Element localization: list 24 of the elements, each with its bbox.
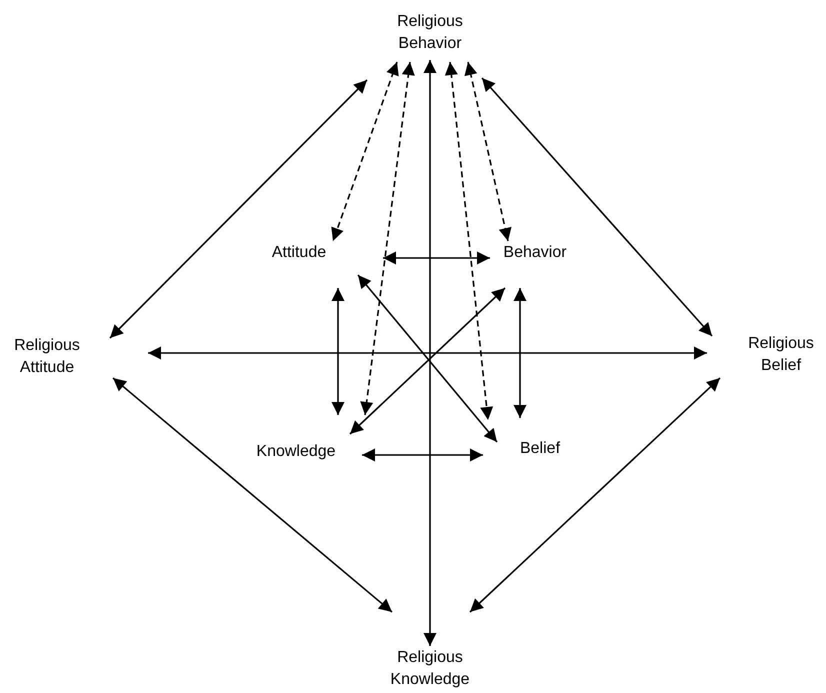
node-label: Behavior [503, 243, 567, 263]
arrow [112, 377, 393, 613]
arrow [424, 60, 436, 646]
arrow [383, 252, 490, 264]
arrow [357, 274, 498, 443]
node-label: Knowledge [256, 442, 336, 462]
node-label: Religious Attitude [13, 336, 81, 378]
arrow [469, 377, 721, 613]
arrow [362, 448, 483, 462]
node-label: Religious Belief [747, 334, 815, 376]
node-label: Religious Behavior [396, 12, 464, 54]
dashed-arrow [444, 62, 494, 420]
arrow [514, 288, 526, 418]
dashed-arrow [464, 62, 512, 242]
arrow [349, 287, 506, 435]
arrow [148, 346, 707, 360]
node-label: Religious Knowledge [389, 648, 471, 690]
arrow [109, 79, 368, 339]
node-label: Attitude [272, 243, 326, 263]
arrow [332, 288, 344, 415]
dashed-arrow [360, 62, 415, 416]
dashed-arrow [331, 62, 399, 242]
node-label: Belief [520, 439, 560, 459]
arrow [481, 77, 713, 337]
